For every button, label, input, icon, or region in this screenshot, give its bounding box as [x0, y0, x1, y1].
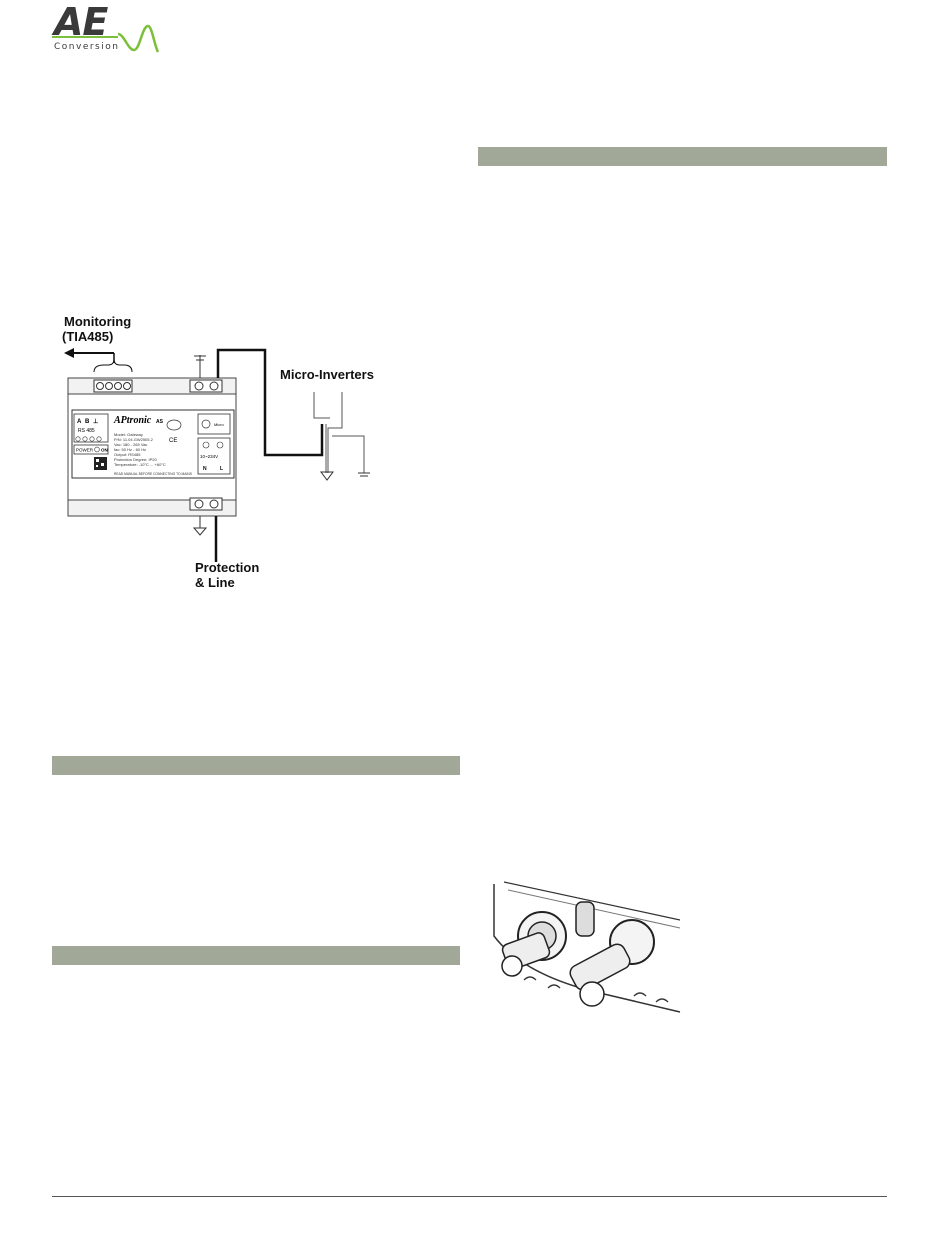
spec-lines: Model: Gateway P/N: 11.04.GW2505.2 Vac: … [114, 432, 193, 476]
certification-icon [166, 419, 182, 431]
protection-label: Protection [195, 560, 259, 575]
qr-code-icon [94, 457, 107, 470]
spec-line: Output: RS485 [114, 452, 141, 457]
svg-text:A: A [77, 419, 82, 425]
on-label: ON [101, 448, 108, 453]
monitoring-label: Monitoring [64, 314, 131, 329]
power-label: POWER [76, 448, 94, 453]
section-header-bar [52, 946, 460, 965]
spec-line: Model: Gateway [114, 432, 143, 437]
logo-word: Conversion [54, 42, 120, 52]
manual-note: READ MANUAL BEFORE CONNECTING TO MAINS [114, 472, 193, 476]
spec-line: P/N: 11.04.GW2505.2 [114, 437, 154, 442]
ground-symbol-icon [201, 419, 211, 429]
monitoring-sublabel: (TIA485) [62, 329, 113, 344]
n-label: N [203, 466, 207, 472]
micro-label: Micro [214, 422, 225, 427]
brand-suffix: AS [156, 419, 164, 425]
spec-line: fac: 50 Hz - 60 Hz [114, 447, 146, 452]
svg-text:B: B [85, 419, 90, 425]
arrow-left-icon [64, 348, 74, 358]
gateway-wiring-diagram: Monitoring (TIA485) A B ⊥ RS 485 POWER O… [62, 314, 374, 590]
spec-line: Protection Degree: IP20 [114, 457, 157, 462]
svg-text:⊥: ⊥ [93, 418, 98, 425]
footer-rule [52, 1196, 887, 1197]
vent-plug-icon [575, 901, 595, 937]
connector-photo [484, 876, 684, 1022]
spec-line: Temperature: -10°C ... +60°C [114, 462, 166, 467]
micro-inverters-label: Micro-Inverters [280, 367, 374, 382]
ce-label: CE [169, 438, 177, 444]
section-header-bar [52, 756, 460, 775]
ground-arrow-icon [320, 471, 334, 481]
voltage-label: 10~234V [200, 454, 218, 459]
spec-line: Vac: 180 - 265 Vac [114, 442, 147, 447]
company-logo: AE Conversion [50, 0, 160, 58]
ground-arrow-icon [192, 527, 208, 536]
protection-sublabel: & Line [195, 575, 235, 590]
rs485-label: RS 485 [78, 428, 95, 434]
brand-label: APtronic [113, 415, 152, 426]
logo-wave-icon [52, 24, 160, 53]
section-header-bar [478, 147, 887, 166]
l-label: L [220, 466, 223, 472]
